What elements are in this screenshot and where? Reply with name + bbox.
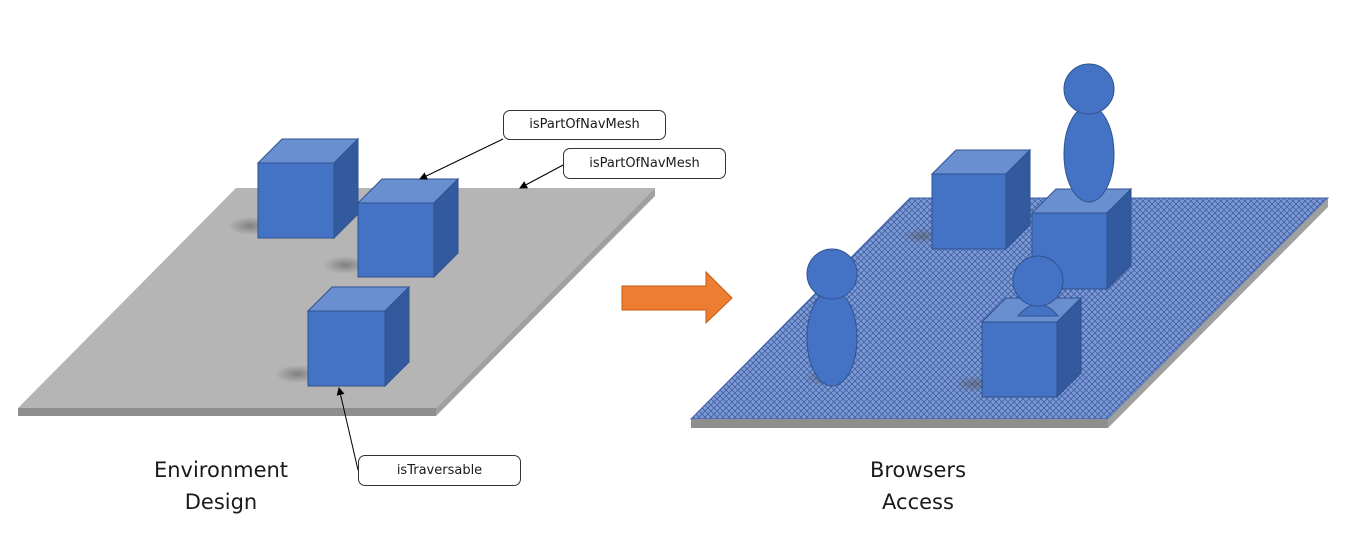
transition-arrow (621, 270, 733, 325)
callout-navmesh-platform: isPartOfNavMesh (563, 148, 726, 179)
caption-environment-design: Environment Design (153, 458, 289, 514)
caption-browsers-access: Browsers Access (869, 458, 967, 514)
cube-shadow (323, 256, 367, 274)
cube-right-back (930, 148, 1032, 251)
callout-traversable: isTraversable (358, 455, 521, 486)
cube-right-middle (1030, 187, 1133, 291)
callout-connector (419, 138, 504, 180)
callout-connector (336, 387, 359, 471)
callout-connector (519, 163, 566, 189)
figure-standing (806, 248, 858, 387)
callout-navmesh-cube: isPartOfNavMesh (503, 110, 666, 140)
cube-left-front (306, 285, 411, 388)
figure-on-cube (1063, 63, 1115, 203)
cube-left-middle (356, 177, 460, 279)
figure-in-cube (1012, 255, 1064, 317)
cube-left-back (256, 137, 360, 240)
